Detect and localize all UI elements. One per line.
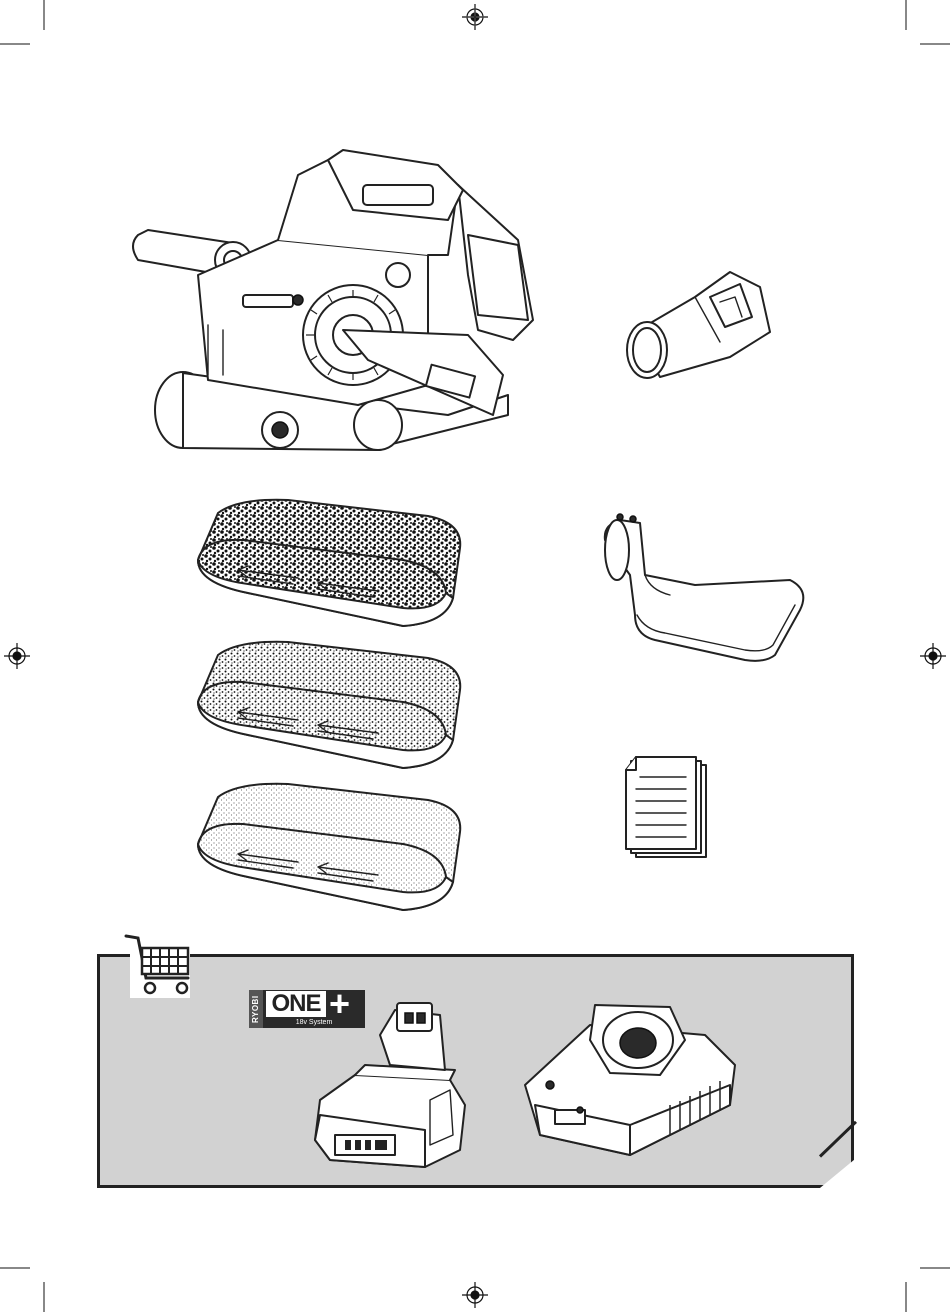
crosshair-bottom [462, 1282, 488, 1308]
belt-sander-illustration [128, 145, 548, 455]
sanding-belt-medium [188, 640, 478, 775]
brand-side-text: RYOBI [249, 990, 263, 1028]
sanding-belt-fine [188, 782, 478, 917]
dust-adapter-illustration [620, 262, 780, 387]
operator-manual-icon [622, 755, 712, 860]
battery-pack-illustration [305, 995, 475, 1170]
shopping-cart-icon [118, 930, 198, 1000]
crosshair-left [4, 643, 30, 669]
crosshair-top [462, 4, 488, 30]
dust-bag-illustration [595, 505, 815, 665]
sanding-belt-coarse [188, 498, 478, 633]
crosshair-right [920, 643, 946, 669]
charger-illustration [520, 995, 745, 1170]
